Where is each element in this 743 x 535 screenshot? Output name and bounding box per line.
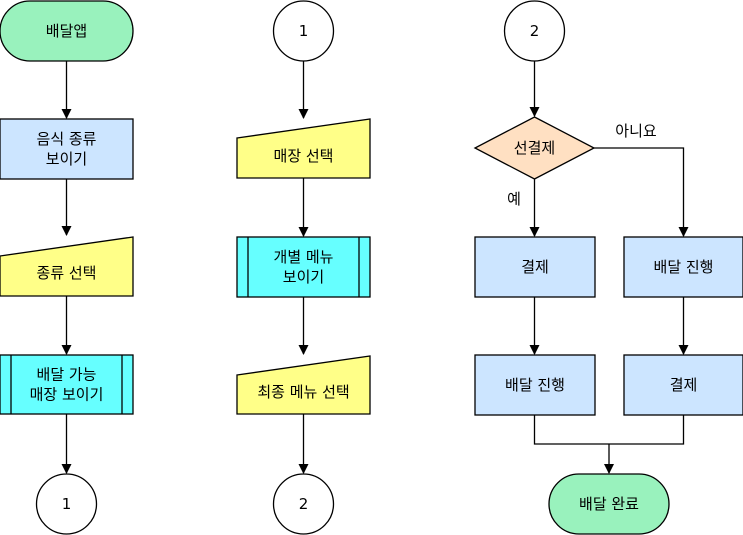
yes-deliver-shape — [474, 354, 596, 416]
no-pay-process: 결제 — [623, 354, 743, 416]
yes-pay-shape — [474, 236, 596, 298]
no-pay-shape — [623, 354, 743, 416]
connector-1-out-shape — [35, 473, 98, 535]
yes-pay-label: 결제 — [521, 258, 549, 276]
select-store-shape — [236, 118, 371, 179]
end-terminator: 배달 완료 — [548, 473, 670, 535]
select-final-menu-label: 최종 메뉴 선택 — [257, 383, 349, 401]
prepay-decision: 선결제 — [473, 116, 596, 180]
connector-1-in: 1 — [272, 0, 335, 62]
yes-pay-process: 결제 — [474, 236, 596, 298]
show-food-types-shape — [0, 118, 134, 180]
connector-2-in-label: 2 — [530, 22, 540, 40]
no-deliver-shape — [623, 236, 743, 298]
yes-deliver-process: 배달 진행 — [474, 354, 596, 416]
edge-merge-lines — [533, 415, 685, 445]
show-menus-shape — [236, 236, 371, 298]
no-deliver-label: 배달 진행 — [654, 258, 714, 276]
connector-2-out-shape — [272, 473, 335, 535]
select-final-menu-shape — [236, 355, 371, 415]
select-type-label: 종류 선택 — [37, 264, 97, 282]
edge-decision-no — [594, 147, 689, 237]
yes-branch-label: 예 — [507, 190, 521, 208]
connector-1-in-label: 1 — [299, 22, 309, 40]
show-stores-shape — [0, 354, 134, 415]
select-store-input: 매장 선택 — [236, 118, 371, 179]
no-pay-label: 결제 — [670, 376, 698, 394]
select-final-menu-input: 최종 메뉴 선택 — [236, 355, 371, 415]
prepay-decision-label: 선결제 — [514, 139, 555, 157]
select-type-input: 종류 선택 — [0, 236, 134, 297]
end-terminator-label: 배달 완료 — [579, 495, 639, 513]
no-deliver-process: 배달 진행 — [623, 236, 743, 298]
select-store-label: 매장 선택 — [274, 147, 334, 165]
start-terminator-label: 배달앱 — [46, 22, 87, 40]
connector-1-out-label: 1 — [62, 495, 72, 513]
connector-2-out: 2 — [272, 473, 335, 535]
connector-2-out-label: 2 — [299, 495, 309, 513]
select-type-shape — [0, 236, 134, 297]
end-terminator-shape — [548, 473, 670, 535]
connector-1-out: 1 — [35, 473, 98, 535]
no-branch-label: 아니요 — [615, 122, 657, 140]
yes-deliver-label: 배달 진행 — [505, 376, 565, 394]
connector-2-in: 2 — [503, 0, 566, 62]
start-terminator: 배달앱 — [0, 0, 134, 62]
